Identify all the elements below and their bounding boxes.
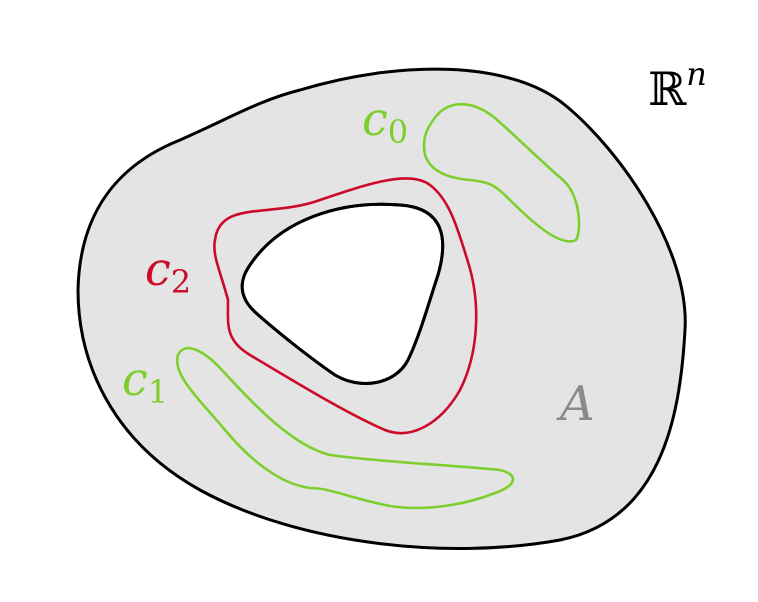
region-label-a: A xyxy=(556,376,595,432)
curve-c0 xyxy=(422,102,581,243)
curve-label-c1-subscript: 1 xyxy=(148,373,168,411)
curve-label-c2-subscript: 2 xyxy=(171,263,191,301)
curve-c2 xyxy=(213,177,478,435)
space-label-rn: ℝn xyxy=(648,55,707,116)
curve-label-c2-base: c xyxy=(145,242,171,296)
space-symbol: ℝ xyxy=(648,62,687,116)
curve-label-c1-base: c xyxy=(122,352,148,406)
curve-label-c0-subscript: 0 xyxy=(388,113,408,151)
space-exponent: n xyxy=(686,55,707,93)
curve-label-c0: c0 xyxy=(362,92,408,151)
curve-label-c0-base: c xyxy=(362,92,388,146)
curve-label-c1: c1 xyxy=(122,352,168,411)
curve-label-c2: c2 xyxy=(145,242,191,301)
hole-outline xyxy=(240,202,445,385)
curve-c1 xyxy=(175,347,515,510)
